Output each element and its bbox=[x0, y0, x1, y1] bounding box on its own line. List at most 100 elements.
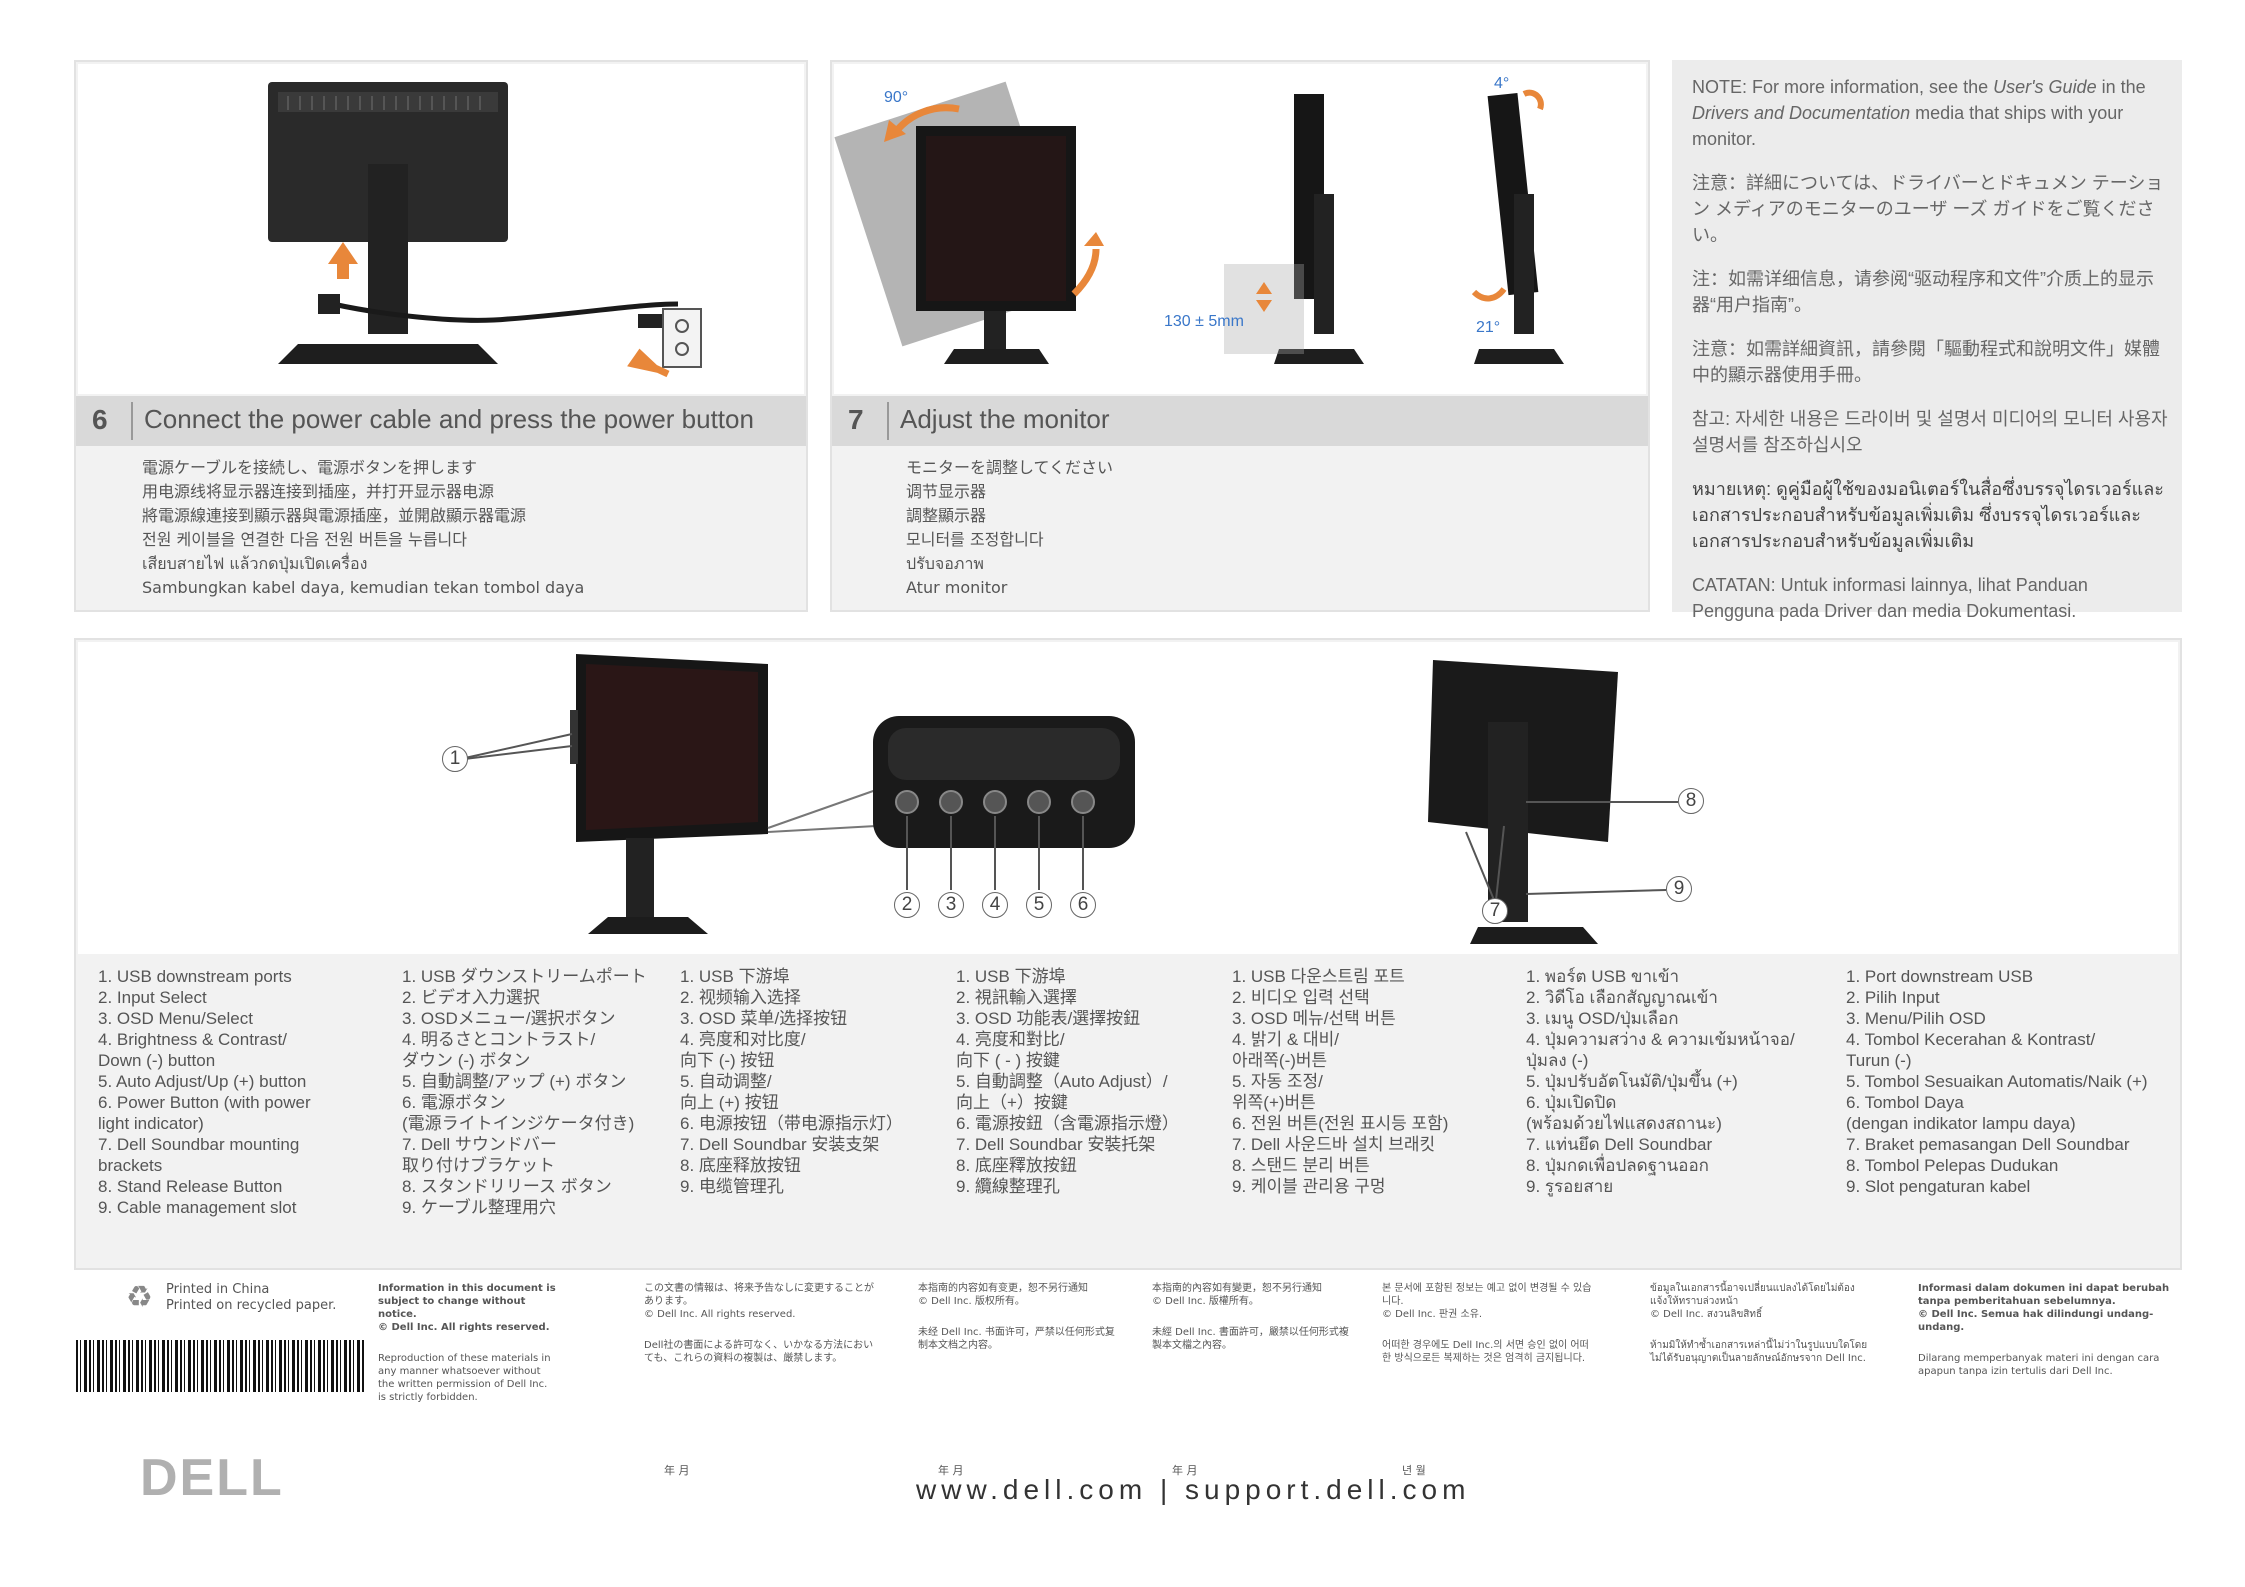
step7-line-th: ปรับจอภาพ bbox=[906, 554, 984, 573]
legend-en-6b: light indicator) bbox=[98, 1114, 204, 1133]
callout-8: 8 bbox=[1678, 788, 1704, 814]
step7-panel: 90° 130 ± 5mm 4° 21° 7 Adjust the monito… bbox=[830, 60, 1650, 612]
step7-title-bar: 7 Adjust the monitor bbox=[832, 396, 1648, 446]
legend-en-1: 1. USB downstream ports bbox=[98, 967, 292, 986]
legend-th-6: 6. ปุ่มเปิดปิด bbox=[1526, 1093, 1617, 1112]
legend-ko-1: 1. USB 다운스트림 포트 bbox=[1232, 967, 1405, 986]
legal-th-2: © Dell Inc. สงวนลิขสิทธิ์ bbox=[1650, 1309, 1763, 1320]
recycle-icon: ♻ bbox=[126, 1280, 153, 1315]
note-en-mid: in the bbox=[2096, 77, 2146, 97]
callout-7: 7 bbox=[1482, 898, 1508, 924]
note-en-media: Drivers and Documentation bbox=[1692, 103, 1911, 123]
legend-ja-9: 9. ケーブル整理用穴 bbox=[402, 1198, 556, 1217]
legend-id-4b: Turun (-) bbox=[1846, 1051, 1912, 1070]
monitor-back-power-illustration bbox=[268, 82, 702, 378]
legend-ko-5b: 위쪽(+)버튼 bbox=[1232, 1093, 1316, 1112]
legend-en-4b: Down (-) button bbox=[98, 1051, 216, 1070]
legend-ja-5: 5. 自動調整/アップ (+) ボタン bbox=[402, 1072, 627, 1091]
height-adjust: 130 ± 5mm bbox=[1164, 313, 1244, 330]
note-en: NOTE: For more information, see the User… bbox=[1692, 74, 2168, 152]
legend-ja-4b: ダウン (-) ボタン bbox=[402, 1051, 531, 1070]
callout-5: 5 bbox=[1026, 892, 1052, 918]
legal-zhcn-3: 未经 Dell Inc. 书面许可，严禁以任何形式复制本文档之内容。 bbox=[918, 1327, 1115, 1351]
legend-zhcn-8: 8. 底座释放按钮 bbox=[680, 1156, 801, 1175]
legal-id-3: Dilarang memperbanyak materi ini dengan … bbox=[1918, 1353, 2160, 1377]
legal-en-2: © Dell Inc. All rights reserved. bbox=[378, 1322, 550, 1333]
legend-id-1: 1. Port downstream USB bbox=[1846, 967, 2034, 986]
legal-en: Information in this document is subject … bbox=[378, 1282, 558, 1404]
legend-ko: 1. USB 다운스트림 포트 2. 비디오 입력 선택 3. OSD 메뉴/선… bbox=[1232, 966, 1448, 1197]
note-zhcn: 注：如需详细信息，请参阅“驱动程序和文件”介质上的显示器“用户指南”。 bbox=[1692, 269, 2154, 315]
legend-zhcn-7: 7. Dell Soundbar 安装支架 bbox=[680, 1135, 880, 1154]
legend-th: 1. พอร์ต USB ขาเข้า 2. วิดีโอ เลือกสัญญา… bbox=[1526, 966, 1795, 1197]
legal-zhcn: 本指南的内容如有变更，恕不另行通知 © Dell Inc. 版权所有。 未经 D… bbox=[918, 1282, 1118, 1352]
legal-th-3: ห้ามมิให้ทำซ้ำเอกสารเหล่านี้ไม่ว่าในรูปแ… bbox=[1650, 1340, 1868, 1364]
legend-id-5: 5. Tombol Sesuaikan Automatis/Naik (+) bbox=[1846, 1072, 2148, 1091]
footer-url: www.dell.com | support.dell.com bbox=[916, 1474, 1471, 1505]
legal-zhtw-3: 未經 Dell Inc. 書面許可，嚴禁以任何形式複製本文檔之內容。 bbox=[1152, 1327, 1349, 1351]
barcode bbox=[76, 1340, 364, 1392]
legend-zhtw-5: 5. 自動調整（Auto Adjust）/ bbox=[956, 1072, 1168, 1091]
monitor-adjust-illustration: 90° 130 ± 5mm 4° 21° bbox=[834, 75, 1564, 364]
step7-line-ja: モニターを調整してください bbox=[906, 458, 1114, 477]
step6-divider bbox=[131, 402, 133, 440]
step6-line-ko: 전원 케이블을 연결한 다음 전원 버튼을 누릅니다 bbox=[142, 530, 467, 549]
legend-ja-3: 3. OSDメニュー/選択ボタン bbox=[402, 1009, 616, 1028]
legend-zhcn: 1. USB 下游埠 2. 视频输入选择 3. OSD 菜单/选择按钮 4. 亮… bbox=[680, 966, 903, 1197]
legend-en-2: 2. Input Select bbox=[98, 988, 207, 1007]
legend-zhtw-2: 2. 視訊輸入選擇 bbox=[956, 988, 1077, 1007]
step7-photo: 90° 130 ± 5mm 4° 21° bbox=[834, 64, 1646, 394]
note-en-suffix: media that ships with your monitor. bbox=[1692, 103, 2124, 149]
legend-ko-9: 9. 케이블 관리용 구멍 bbox=[1232, 1177, 1386, 1196]
step6-panel: 6 Connect the power cable and press the … bbox=[74, 60, 808, 612]
legend-en-5: 5. Auto Adjust/Up (+) button bbox=[98, 1072, 307, 1091]
legal-id-2: © Dell Inc. Semua hak dilindungi undang-… bbox=[1918, 1309, 2154, 1333]
step7-line-zhcn: 调节显示器 bbox=[906, 482, 987, 501]
legal-zhcn-1: 本指南的内容如有变更，恕不另行通知 bbox=[918, 1283, 1088, 1294]
legend-en-7: 7. Dell Soundbar mounting bbox=[98, 1135, 300, 1154]
legend-zhtw-3: 3. OSD 功能表/選擇按鈕 bbox=[956, 1009, 1141, 1028]
step7-line-id: Atur monitor bbox=[906, 578, 1008, 597]
legend-zhtw-1: 1. USB 下游埠 bbox=[956, 967, 1066, 986]
legend-id-8: 8. Tombol Pelepas Dudukan bbox=[1846, 1156, 2059, 1175]
step6-line-th: เสียบสายไฟ แล้วกดปุ่มเปิดเครื่อง bbox=[142, 554, 368, 573]
legend-id-4: 4. Tombol Kecerahan & Kontrast/ bbox=[1846, 1030, 2096, 1049]
legend-ja-6b: (電源ライトインジケータ付き) bbox=[402, 1114, 635, 1133]
notes-content: NOTE: For more information, see the User… bbox=[1692, 74, 2168, 642]
legend-ko-2: 2. 비디오 입력 선택 bbox=[1232, 988, 1370, 1007]
legend-ja-6: 6. 電源ボタン bbox=[402, 1093, 506, 1112]
tilt-forward-angle: 21° bbox=[1476, 319, 1500, 336]
legend-zhtw-6: 6. 電源按鈕（含電源指示燈） bbox=[956, 1114, 1179, 1133]
legend-th-5: 5. ปุ่มปรับอัตโนมัติ/ปุ่มขึ้น (+) bbox=[1526, 1072, 1738, 1091]
swivel-angle: 90° bbox=[884, 89, 908, 106]
legal-ja-3: Dell社の書面による許可なく、いかなる方法においても、これらの資料の複製は、厳… bbox=[644, 1340, 874, 1364]
legend-th-6b: (พร้อมด้วยไฟแสดงสถานะ) bbox=[1526, 1114, 1722, 1133]
legend-ko-3: 3. OSD 메뉴/선택 버튼 bbox=[1232, 1009, 1396, 1028]
date-ko: 년 월 bbox=[1402, 1464, 1426, 1477]
printed-china: Printed in China bbox=[166, 1282, 270, 1297]
legend-ja-7: 7. Dell サウンドバー bbox=[402, 1135, 557, 1154]
dell-logo: DELL bbox=[140, 1449, 284, 1507]
legend-id-6: 6. Tombol Daya bbox=[1846, 1093, 1964, 1112]
callout-2: 2 bbox=[894, 892, 920, 918]
legend-th-4b: ปุ่มลง (-) bbox=[1526, 1051, 1589, 1070]
callout-3: 3 bbox=[938, 892, 964, 918]
legend-zhtw-8: 8. 底座釋放按鈕 bbox=[956, 1156, 1077, 1175]
legend-zhcn-3: 3. OSD 菜单/选择按钮 bbox=[680, 1009, 848, 1028]
legend-zhcn-1: 1. USB 下游埠 bbox=[680, 967, 790, 986]
note-zhtw: 注意：如需詳細資訊，請參閱「驅動程式和說明文件」媒體中的顯示器使用手冊。 bbox=[1692, 339, 2160, 385]
step7-line-zhtw: 調整顯示器 bbox=[906, 506, 987, 525]
legal-id: Informasi dalam dokumen ini dapat beruba… bbox=[1918, 1282, 2188, 1378]
features-photo: 1 2 3 4 5 6 7 8 9 bbox=[78, 642, 2178, 954]
legend-th-8: 8. ปุ่มกดเพื่อปลดฐานออก bbox=[1526, 1156, 1709, 1175]
date-zhcn: 年 月 bbox=[938, 1464, 964, 1477]
legend-ko-5: 5. 자동 조정/ bbox=[1232, 1072, 1323, 1091]
legend-en-3: 3. OSD Menu/Select bbox=[98, 1009, 253, 1028]
legal-ko-3: 어떠한 경우에도 Dell Inc.의 서면 승인 없이 어떠한 방식으로든 복… bbox=[1382, 1340, 1589, 1364]
legend-ko-7: 7. Dell 사운드바 설치 브래킷 bbox=[1232, 1135, 1436, 1154]
legend-en-8: 8. Stand Release Button bbox=[98, 1177, 283, 1196]
step7-translations: モニターを調整してください 调节显示器 調整顯示器 모니터를 조정합니다 ปรั… bbox=[906, 456, 1113, 600]
legend-id-7: 7. Braket pemasangan Dell Soundbar bbox=[1846, 1135, 2130, 1154]
legend-zhcn-5b: 向上 (+) 按钮 bbox=[680, 1093, 779, 1112]
printed-recycled: Printed on recycled paper. bbox=[166, 1298, 337, 1313]
